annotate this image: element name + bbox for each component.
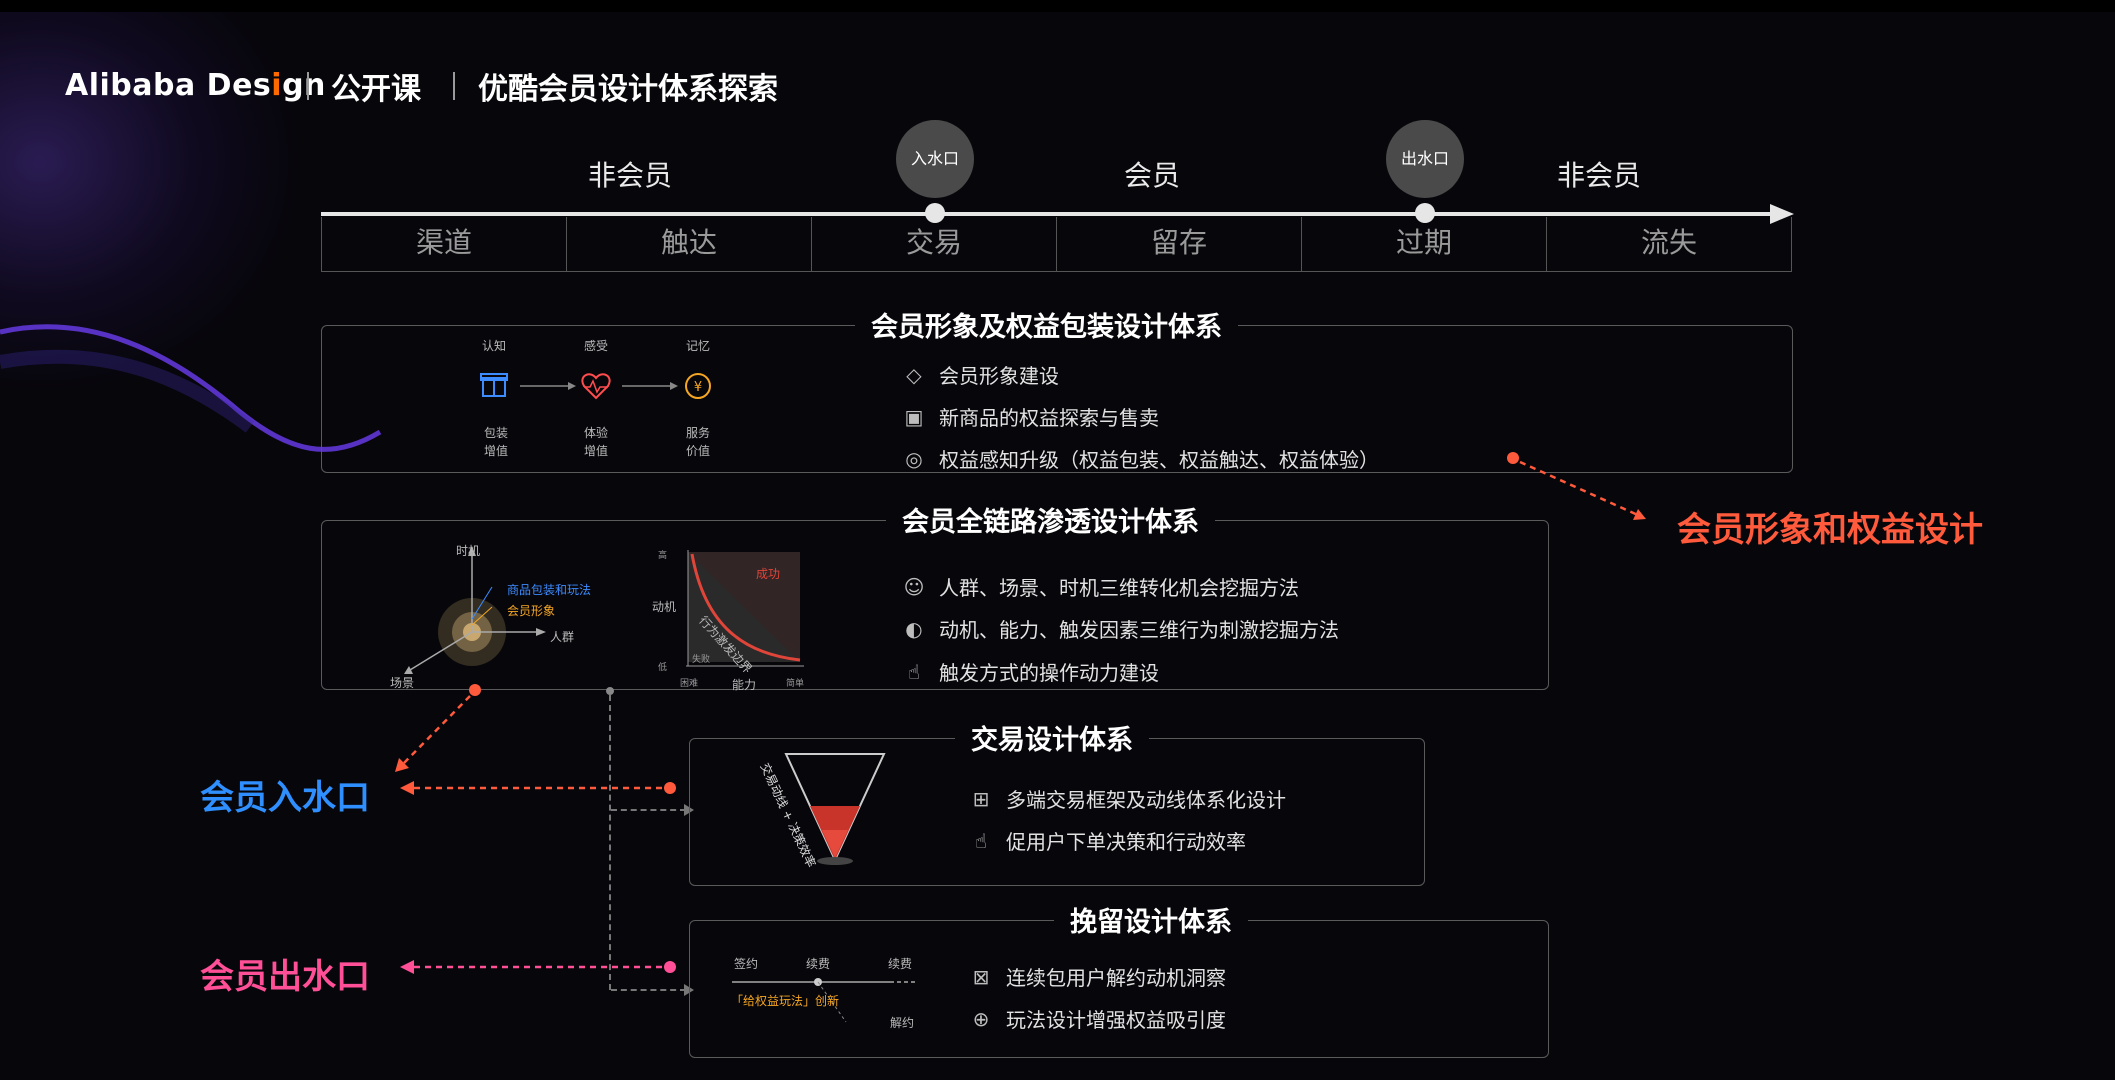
list-item: ☺人群、场景、时机三维转化机会挖掘方法 xyxy=(901,572,1299,601)
list-item: ◇会员形象建设 xyxy=(901,360,1059,389)
yen-coin-icon: ¥ xyxy=(685,373,711,399)
slide: Alibaba Design 公开课 优酷会员设计体系探索 非会员 会员 非会员… xyxy=(0,12,2115,1080)
ad-badge-icon: ◎ xyxy=(905,446,923,471)
list-item: ◐动机、能力、触发因素三维行为刺激挖掘方法 xyxy=(901,614,1339,643)
flow-top-label: 认知 xyxy=(482,339,507,353)
connector-dot xyxy=(606,687,614,695)
axis-label: 场景 xyxy=(390,676,415,690)
header-divider xyxy=(453,72,455,100)
behavior-curve-diagram xyxy=(686,550,804,667)
list-item: ⊕玩法设计增强权益吸引度 xyxy=(968,1004,1226,1033)
timeline-label: 签约 xyxy=(734,957,759,971)
purple-wave-decoration xyxy=(0,324,382,452)
stage-cell: 过期 xyxy=(1302,217,1547,271)
funnel-diagram xyxy=(784,753,886,865)
phase-label: 非会员 xyxy=(1557,159,1642,192)
inlet-diagonal-arrow xyxy=(395,684,481,772)
head-icon: ◐ xyxy=(905,616,923,641)
cancel-label: 解约 xyxy=(890,1016,915,1030)
timeline-label: 续费 xyxy=(806,957,831,971)
stage-cell: 交易 xyxy=(812,217,1057,271)
axis-label: 人群 xyxy=(550,630,575,644)
people-icon: ☺ xyxy=(903,574,925,599)
list-item: ☝促用户下单决策和行动效率 xyxy=(968,826,1246,855)
stage-cell: 流失 xyxy=(1547,217,1792,271)
box-title: 交易设计体系 xyxy=(955,718,1149,757)
outlet-arrow xyxy=(400,960,676,974)
flow-top-label: 记忆 xyxy=(686,339,711,353)
list-item: ◎权益感知升级（权益包装、权益触达、权益体验） xyxy=(901,444,1379,473)
tap-hand-icon: ☝ xyxy=(974,828,988,853)
retention-timeline xyxy=(732,978,916,1023)
diamond-icon: ◇ xyxy=(906,362,922,387)
curve-fail-label: 失败 xyxy=(692,655,711,665)
connector-line xyxy=(609,695,611,990)
outlet-label: 会员出水口 xyxy=(200,957,370,997)
header-divider xyxy=(307,72,309,100)
axis-tick: 困难 xyxy=(680,679,699,689)
hierarchy-icon: ⊞ xyxy=(972,786,990,811)
axis-label: 时机 xyxy=(456,544,481,558)
marker-inlet: 入水口 xyxy=(896,120,974,198)
timeline-label: 续费 xyxy=(888,957,913,971)
three-axis-diagram xyxy=(404,546,546,674)
gift-box-icon: ▣ xyxy=(904,404,924,429)
heartbeat-icon xyxy=(581,373,611,400)
inlet-arrow xyxy=(400,781,676,795)
axis-tick: 简单 xyxy=(786,679,805,689)
phase-label: 非会员 xyxy=(588,159,673,192)
page-title: 优酷会员设计体系探索 xyxy=(478,72,778,107)
phase-label: 会员 xyxy=(1124,159,1181,192)
axis-tick: 高 xyxy=(658,551,668,561)
flow-top-label: 感受 xyxy=(584,339,609,353)
stage-row: 渠道 触达 交易 留存 过期 流失 xyxy=(321,217,1792,272)
callout-member-image: 会员形象和权益设计 xyxy=(1677,510,1983,550)
flow-bottom-label: 包装增值 xyxy=(484,426,509,458)
flow-diagram: ¥ xyxy=(480,373,711,400)
connector-line xyxy=(611,989,686,991)
axis-annotation: 会员形象 xyxy=(507,604,556,618)
inlet-label: 会员入水口 xyxy=(200,778,370,818)
list-item: ⊞多端交易框架及动线体系化设计 xyxy=(968,784,1286,813)
list-item: ▣新商品的权益探索与售卖 xyxy=(901,402,1159,431)
marker-outlet: 出水口 xyxy=(1386,120,1464,198)
connector-line xyxy=(611,809,686,811)
flow-bottom-label: 服务价值 xyxy=(686,426,711,458)
box-title: 会员全链路渗透设计体系 xyxy=(886,500,1215,539)
list-item: ⊠连续包用户解约动机洞察 xyxy=(968,962,1226,991)
stage-cell: 渠道 xyxy=(322,217,567,271)
curve-success-label: 成功 xyxy=(756,567,781,581)
flow-bottom-label: 体验增值 xyxy=(584,426,609,458)
gift-icon xyxy=(480,373,508,397)
axis-tick: 低 xyxy=(658,663,668,673)
curve-y-label: 动机 xyxy=(652,600,677,614)
stage-cell: 留存 xyxy=(1057,217,1302,271)
timeline-dot xyxy=(1415,203,1435,223)
timeline-dot xyxy=(925,203,945,223)
stage-cell: 触达 xyxy=(567,217,812,271)
brand-logo: Alibaba Design xyxy=(65,68,326,103)
doc-cancel-icon: ⊠ xyxy=(972,964,990,989)
timeline-axis xyxy=(321,212,1771,216)
list-item: ☝触发方式的操作动力建设 xyxy=(901,657,1159,686)
box-title: 会员形象及权益包装设计体系 xyxy=(855,305,1238,344)
callout-arrow xyxy=(1507,452,1646,520)
gamepad-icon: ⊕ xyxy=(972,1006,990,1031)
svg-text:¥: ¥ xyxy=(694,380,702,395)
timeline-arrow-icon xyxy=(1770,204,1794,224)
curve-x-label: 能力 xyxy=(732,678,757,692)
innovation-tag: 「给权益玩法」创新 xyxy=(731,994,840,1008)
course-label: 公开课 xyxy=(331,72,421,107)
axis-annotation: 商品包装和玩法 xyxy=(507,583,592,597)
box-title: 挽留设计体系 xyxy=(1054,900,1248,939)
tap-hand-icon: ☝ xyxy=(907,659,921,684)
